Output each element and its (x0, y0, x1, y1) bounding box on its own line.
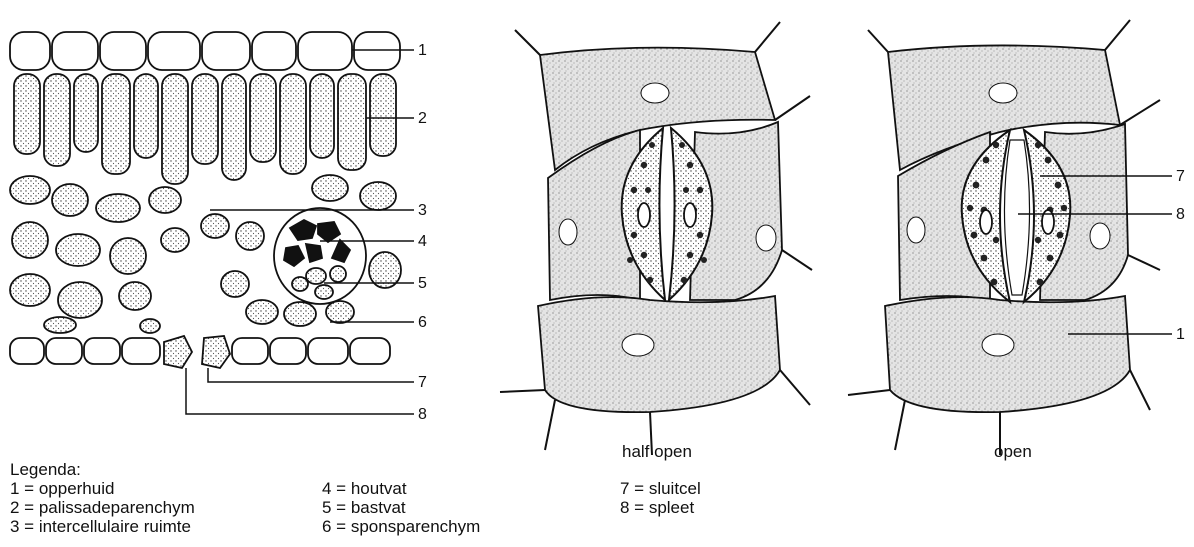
open-callout-7: 7 (1176, 168, 1185, 185)
palisade-parenchyma (14, 74, 396, 184)
open-callout-1: 1 (1176, 326, 1185, 343)
open-callout-8: 8 (1176, 206, 1185, 223)
legend-column-2: 4 = houtvat 5 = bastvat 6 = sponsparench… (322, 479, 480, 536)
callout-8: 8 (418, 406, 427, 423)
legend-item-3: 3 = intercellulaire ruimte (10, 517, 195, 536)
legend-column-1: Legenda: 1 = opperhuid 2 = palissadepare… (10, 460, 195, 536)
callout-1: 1 (418, 42, 427, 59)
lower-epidermis (10, 338, 390, 364)
callout-5: 5 (418, 275, 427, 292)
callout-6: 6 (418, 314, 427, 331)
caption-open: open (994, 442, 1032, 461)
callout-3: 3 (418, 202, 427, 219)
legend-item-1: 1 = opperhuid (10, 479, 195, 498)
legend-item-4: 4 = houtvat (322, 479, 480, 498)
legend-column-3: 7 = sluitcel 8 = spleet (620, 479, 701, 517)
stoma-open-drawing (848, 20, 1172, 455)
callout-7: 7 (418, 374, 427, 391)
legend-title: Legenda: (10, 460, 195, 479)
legend-item-2: 2 = palissadeparenchym (10, 498, 195, 517)
caption-half-open: half open (622, 442, 692, 461)
legend-item-8: 8 = spleet (620, 498, 701, 517)
callout-4: 4 (418, 233, 427, 250)
callout-2: 2 (418, 110, 427, 127)
legend-item-5: 5 = bastvat (322, 498, 480, 517)
vascular-bundle (274, 208, 366, 304)
legend-item-6: 6 = sponsparenchym (322, 517, 480, 536)
legend-item-7: 7 = sluitcel (620, 479, 701, 498)
stoma-half-open-drawing (500, 22, 812, 455)
upper-epidermis (10, 32, 400, 70)
cross-section-guard-cells (164, 336, 230, 368)
leaf-cross-section (10, 32, 414, 414)
